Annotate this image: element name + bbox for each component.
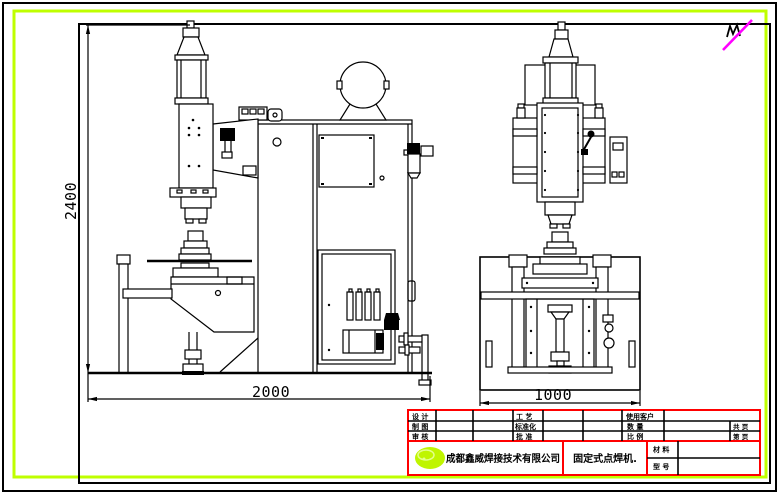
label-draft: 制 图 (412, 422, 428, 431)
dim-width: 2000 (252, 383, 290, 401)
label-audit: 审 核 (412, 432, 428, 441)
label-material: 材 料 (652, 445, 669, 454)
dim-height: 2400 (62, 182, 80, 220)
side-view (88, 20, 434, 386)
label-design: 设 计 (412, 412, 428, 421)
label-quantity: 数 量 (627, 422, 643, 431)
company-name: 成都鑫威焊接技术有限公司 (446, 452, 560, 465)
dim-depth: 1000 (534, 386, 572, 404)
product-name: 固定式点焊机. (573, 452, 637, 465)
front-view (479, 21, 641, 391)
company-logo (415, 447, 445, 469)
label-model: 型 号 (653, 462, 669, 471)
lower-electrode-table (116, 230, 255, 375)
label-process: 工 艺 (516, 412, 532, 421)
drawing-frame (78, 23, 771, 484)
dimensions: 2400 2000 1000 (62, 24, 641, 406)
door-handle (407, 280, 416, 302)
green-frame (12, 9, 768, 479)
label-page-no: 第 页 (733, 432, 749, 441)
label-total-pages: 共 页 (733, 422, 749, 431)
title-block: 设 计 制 图 审 核 工 艺 标准化 批 准 使用客户 数 量 比 例 共 页… (407, 409, 761, 476)
label-approval: 批 准 (516, 432, 532, 441)
revision-mark (722, 19, 753, 51)
welding-head (169, 20, 282, 224)
label-customer: 使用客户 (625, 412, 654, 421)
air-filter-unit (403, 143, 434, 179)
label-standardization: 标准化 (514, 422, 536, 431)
transformer-housing (339, 61, 387, 109)
label-scale: 比 例 (627, 432, 643, 441)
